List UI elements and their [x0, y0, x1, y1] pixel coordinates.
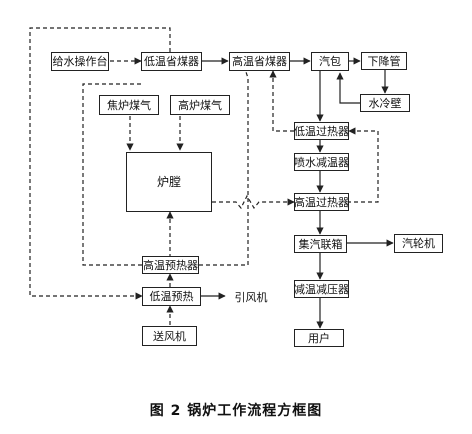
coke-oven-gas: 焦炉煤气	[99, 95, 159, 115]
high-temp-superheater: 高温过热器	[294, 193, 349, 211]
line-high-preheater-rise	[199, 71, 249, 266]
figure-caption: 图 2 锅炉工作流程方框图	[149, 403, 323, 419]
line-high-to-low-superheater	[347, 127, 379, 203]
high-temp-economizer: 高温省煤器	[229, 52, 290, 71]
steam-turbine: 汽轮机	[394, 234, 443, 253]
pressure-reducer: 减温减压器	[294, 280, 349, 298]
user: 用户	[294, 329, 344, 347]
downcomer: 下降管	[361, 52, 407, 70]
steam-drum: 汽包	[311, 52, 349, 71]
line-water-wall-to-drum	[336, 72, 360, 104]
line-furnace-loop	[82, 83, 142, 266]
high-temp-air-preheater: 高温预热器	[142, 256, 199, 274]
blast-furnace-gas: 高炉煤气	[170, 95, 230, 115]
forced-draft-fan: 送风机	[142, 326, 197, 346]
induced-draft-fan: 引风机	[234, 290, 268, 304]
line-furnace-to-high-superheater	[212, 194, 295, 210]
line-air-loop	[29, 27, 171, 300]
water-wall: 水冷壁	[360, 94, 410, 112]
low-temp-superheater: 低温过热器	[294, 122, 349, 140]
line-low-superheater-to-economizer	[269, 70, 294, 132]
steam-header: 集汽联箱	[294, 235, 347, 253]
feedwater-console: 给水操作台	[51, 52, 109, 71]
spray-attemperator: 喷水减温器	[294, 153, 349, 171]
low-temp-economizer: 低温省煤器	[141, 52, 202, 71]
low-temp-air-preheater: 低温预热	[142, 287, 201, 306]
furnace: 炉膛	[126, 152, 212, 212]
